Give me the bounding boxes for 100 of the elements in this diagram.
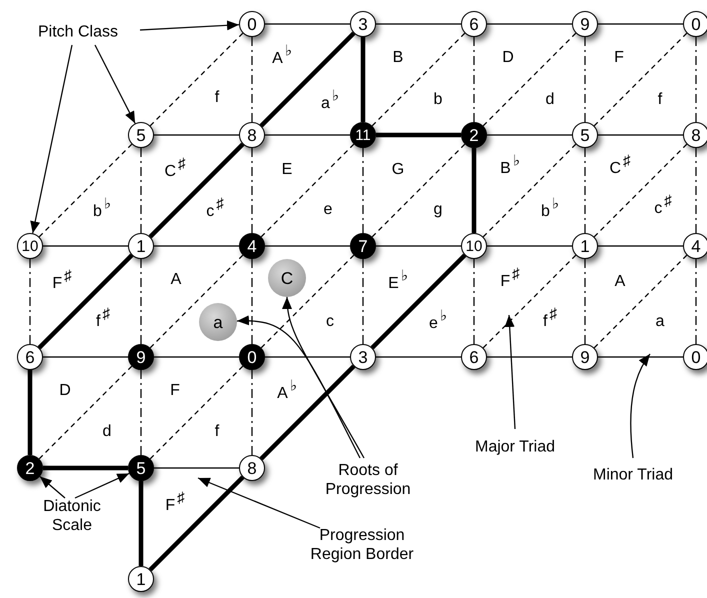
leader-arrow xyxy=(30,44,73,234)
region-border-line xyxy=(28,370,32,455)
chord-label: f xyxy=(214,90,220,106)
lattice-line xyxy=(376,356,461,358)
chord-label: D xyxy=(502,50,514,66)
pitch-class-circle: 5 xyxy=(128,122,154,148)
pitch-class-circle: 9 xyxy=(128,344,154,370)
lattice-line xyxy=(140,148,142,233)
lattice-line xyxy=(362,148,364,233)
lattice-line xyxy=(372,144,466,238)
pitch-class-circle: 6 xyxy=(17,344,43,370)
chord-label: a xyxy=(656,314,664,330)
lattice-line xyxy=(695,37,697,122)
chord-label: A xyxy=(614,274,626,290)
lattice-line xyxy=(260,254,354,348)
chord-label: B xyxy=(392,50,404,66)
lattice-line xyxy=(584,37,586,122)
lattice-line xyxy=(487,356,572,358)
chord-label: A xyxy=(170,272,182,288)
lattice-line xyxy=(154,134,239,136)
root-circle: C xyxy=(268,259,306,297)
lattice-line xyxy=(598,23,683,25)
chord-label: G xyxy=(392,162,404,178)
chord-label: E xyxy=(282,162,292,178)
lattice-line xyxy=(150,32,244,126)
lattice-line xyxy=(154,467,239,469)
pitch-class-circle: 6 xyxy=(461,11,487,37)
pitch-class-circle: 3 xyxy=(350,11,376,37)
lattice-line xyxy=(584,259,586,344)
pitch-class-circle: 5 xyxy=(572,122,598,148)
lattice-line xyxy=(487,23,572,25)
leader-arrow xyxy=(40,476,66,498)
pitch-class-circle: 10 xyxy=(461,233,487,259)
region-border-line xyxy=(260,364,356,460)
lattice-line xyxy=(260,144,354,238)
lattice-line xyxy=(487,245,572,247)
lattice-line xyxy=(38,366,132,460)
pitch-class-circle: 9 xyxy=(572,344,598,370)
lattice-line xyxy=(251,37,253,122)
leader-arrow xyxy=(282,296,365,458)
lattice-line xyxy=(265,245,350,247)
lattice-line xyxy=(251,370,253,455)
pitch-class-circle: 0 xyxy=(683,344,707,370)
lattice-line xyxy=(482,144,576,238)
chord-label: f xyxy=(214,424,220,440)
annotation-text: Roots of Progression xyxy=(313,460,423,500)
region-border-line xyxy=(370,254,466,350)
lattice-line xyxy=(265,23,350,25)
lattice-line xyxy=(594,32,688,126)
pitch-class-circle: 11 xyxy=(350,122,376,148)
lattice-line xyxy=(584,148,586,233)
chord-label: c xyxy=(326,314,334,330)
pitch-class-circle: 3 xyxy=(350,344,376,370)
lattice-line xyxy=(376,23,461,25)
lattice-line xyxy=(251,148,253,233)
pitch-class-circle: 4 xyxy=(683,233,707,259)
lattice-line xyxy=(140,259,142,344)
chord-label: d xyxy=(102,424,112,440)
chord-label: f xyxy=(658,92,662,108)
leader-arrow xyxy=(630,354,650,458)
chord-label: g xyxy=(434,202,442,218)
region-border-line xyxy=(260,32,356,128)
leader-arrow xyxy=(74,472,130,499)
pitch-class-circle: 2 xyxy=(17,455,43,481)
chord-label: e xyxy=(324,202,332,218)
pitch-class-circle: 0 xyxy=(683,11,707,37)
lattice-line xyxy=(594,144,688,238)
pitch-class-circle: 8 xyxy=(239,122,265,148)
region-border-line xyxy=(38,254,134,350)
pitch-class-circle: 0 xyxy=(239,11,265,37)
chord-label: D xyxy=(59,383,71,399)
pitch-class-circle: 8 xyxy=(683,122,707,148)
region-border-line xyxy=(148,476,244,572)
lattice-line xyxy=(154,245,239,247)
pitch-class-circle: 5 xyxy=(128,455,154,481)
lattice-line xyxy=(376,245,461,247)
lattice-line xyxy=(598,245,683,247)
chord-label: b xyxy=(434,92,442,108)
region-border-line xyxy=(43,466,128,470)
pitch-class-circle: 2 xyxy=(461,122,487,148)
lattice-line xyxy=(695,148,697,233)
lattice-line xyxy=(38,144,132,238)
lattice-line xyxy=(695,259,697,344)
lattice-line xyxy=(598,356,683,358)
lattice-line xyxy=(140,370,142,455)
lattice-line xyxy=(598,134,683,136)
annotation-text: Progression Region Border xyxy=(292,526,432,564)
pitch-class-circle: 1 xyxy=(572,233,598,259)
lattice-line xyxy=(473,37,475,122)
leader-arrow xyxy=(237,316,361,458)
region-border-line xyxy=(472,148,476,233)
annotation-text: Major Triad xyxy=(460,437,570,457)
region-border-line xyxy=(360,37,366,122)
pitch-class-circle: 7 xyxy=(350,233,376,259)
pitch-class-circle: 10 xyxy=(17,233,43,259)
lattice-line xyxy=(473,259,475,344)
annotation-text: Pitch Class xyxy=(23,22,133,42)
pitch-class-circle: 0 xyxy=(239,344,265,370)
lattice-line xyxy=(150,366,244,460)
lattice-line xyxy=(43,356,128,358)
